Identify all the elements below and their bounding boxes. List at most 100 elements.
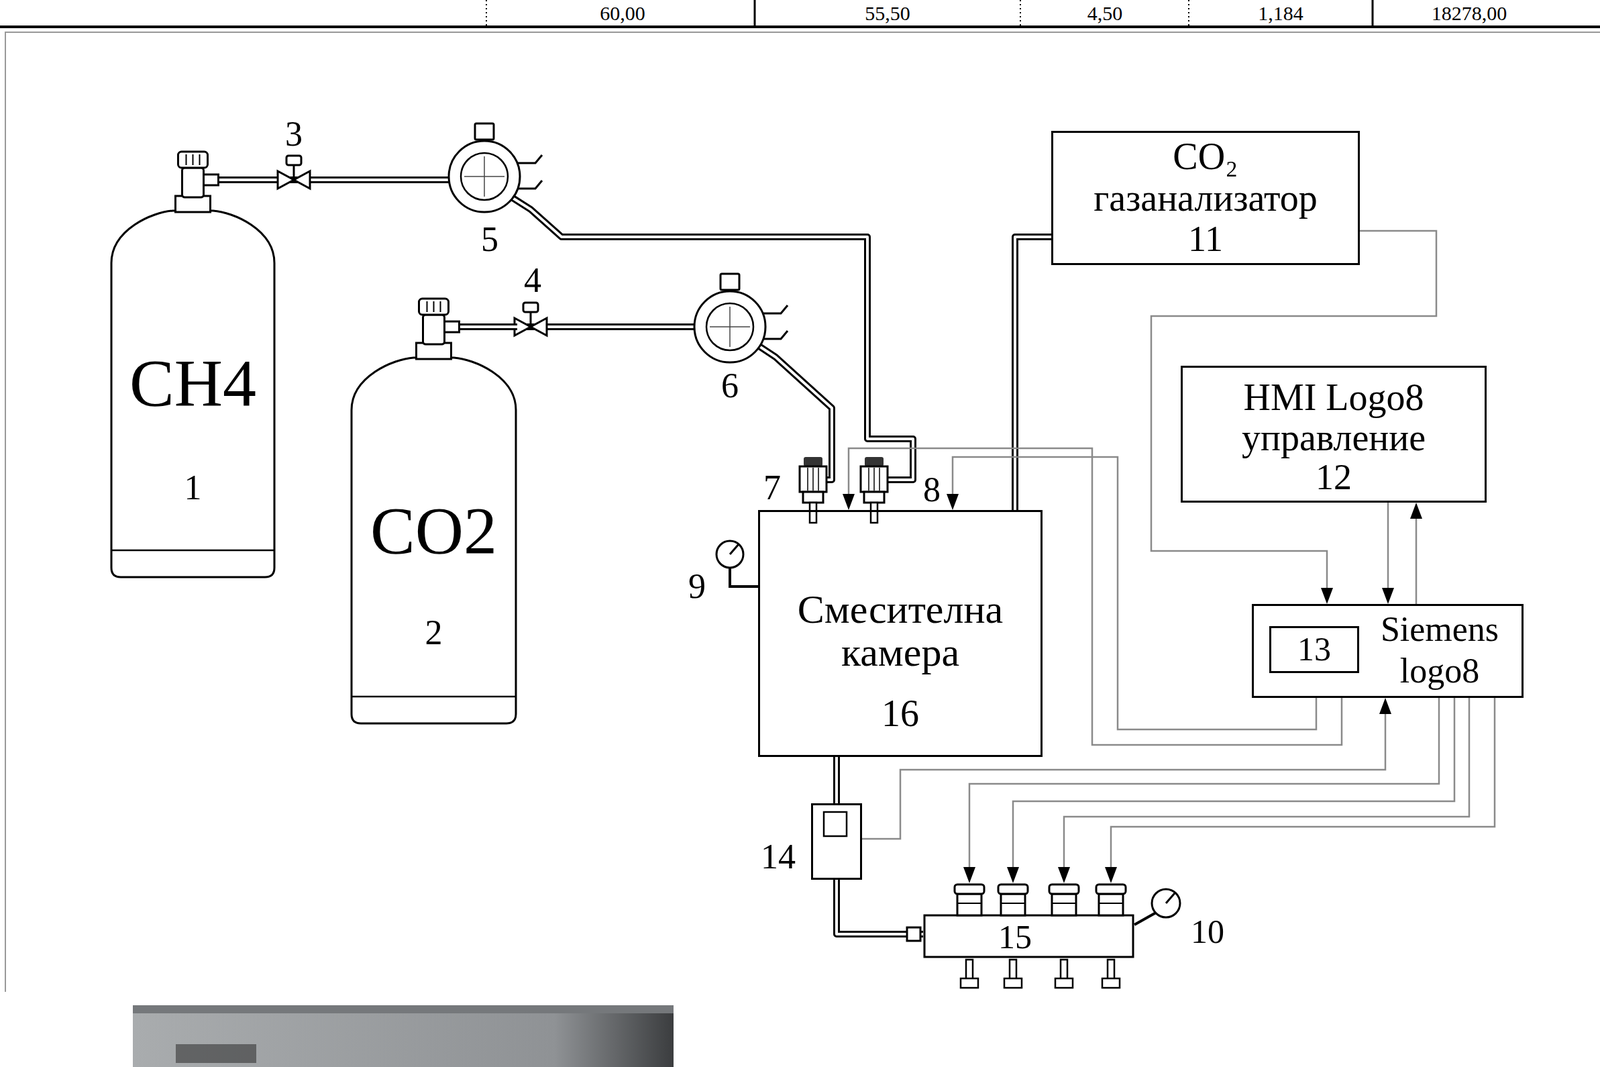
gauge-needle: [1165, 892, 1175, 903]
solenoid-valve-ridge: [873, 467, 875, 491]
table-divider: [485, 0, 488, 27]
injector-body: [1000, 893, 1026, 916]
injector-rail: 15: [923, 882, 1135, 958]
table-divider: [1371, 0, 1374, 27]
pipe-stub-core: [458, 325, 519, 329]
signal-wire: [969, 697, 1439, 869]
handwheel-grip: [440, 301, 442, 312]
pipe-wall: [833, 756, 840, 804]
solenoid-valve-ridge: [807, 467, 809, 491]
arrowhead: [1410, 502, 1423, 519]
valve-symbol: [530, 317, 547, 336]
callout-number: 10: [1190, 912, 1225, 952]
table-border: [0, 25, 1600, 29]
arrowhead: [1006, 866, 1020, 883]
mixing-chamber-box: Смесителна камера16: [758, 509, 1043, 757]
signal-wire: [1387, 502, 1390, 590]
gas-analyzer-box: CO₂ газанализатор11: [1051, 130, 1360, 265]
regulator-solenoid: [720, 273, 740, 290]
injector-ridge: [1098, 902, 1124, 904]
table-value: 1,184: [1257, 2, 1304, 26]
node-text: 16: [760, 691, 1041, 735]
solenoid-valve-nut: [864, 491, 885, 503]
table-value: 60,00: [599, 2, 646, 26]
node-text: 1: [110, 467, 276, 508]
handwheel-grip: [192, 154, 194, 166]
solenoid-valve-stem: [809, 502, 817, 523]
valve-symbol: [277, 171, 294, 189]
table-divider: [754, 0, 757, 27]
arrowhead: [1104, 866, 1117, 883]
flow-meter: 14: [811, 803, 863, 880]
cylinder-neck: [416, 342, 452, 359]
signal-connector: [963, 697, 1439, 883]
regulator-dial: [706, 303, 754, 351]
injector-cap: [954, 884, 985, 894]
arrowhead: [1381, 587, 1395, 604]
valve-stem: [529, 311, 532, 327]
rail-nut: [1004, 978, 1022, 988]
arrowhead: [946, 493, 959, 510]
rail-stud: [1009, 959, 1017, 980]
rail-nut: [1102, 978, 1120, 988]
meter-drawing: [813, 805, 861, 878]
gauge-needle: [729, 544, 739, 555]
rail-nut: [1055, 978, 1073, 988]
pipe-stub: [459, 323, 518, 331]
arrowhead: [963, 866, 976, 883]
callout-number: 4: [523, 260, 542, 301]
injector-ridge: [1000, 902, 1026, 904]
signal-connector: [1410, 502, 1423, 604]
injector-cap: [1049, 884, 1079, 894]
solenoid-valve-ridge: [868, 467, 870, 491]
gauge-tube: [729, 567, 759, 587]
pipe-stub: [218, 176, 277, 184]
regulator-nozzle: [518, 180, 543, 189]
signal-wire: [1110, 697, 1495, 869]
signal-connector: [1104, 697, 1495, 883]
injector-body: [1098, 893, 1124, 916]
table-divider: [1019, 0, 1022, 27]
signal-wire: [1415, 517, 1418, 604]
rail-stud: [966, 959, 973, 980]
pipe-core: [1015, 236, 1052, 510]
regulator-body: [448, 140, 520, 212]
cylinder-handwheel: [419, 298, 449, 315]
node-text: Siemens logo8: [1359, 608, 1521, 692]
node-text: HMI Logo8 управление: [1189, 377, 1478, 458]
injector-ridge: [1051, 902, 1077, 904]
table-value: 55,50: [864, 2, 911, 26]
rail-body: [924, 915, 1134, 957]
gas-cylinder: CO22: [350, 295, 518, 725]
solenoid-valve-nut: [803, 491, 824, 503]
arrowhead: [1320, 587, 1333, 604]
pipe-core: [517, 326, 832, 510]
cylinder-outlet: [444, 321, 460, 333]
node-text: CO2: [350, 493, 518, 568]
signal-connector: [1057, 697, 1470, 883]
regulator-body: [694, 291, 766, 363]
pipe-wall: [836, 879, 924, 934]
cylinder-handwheel: [178, 151, 208, 168]
pipe-connector: [836, 879, 924, 934]
handwheel-grip: [185, 154, 188, 166]
pipe-connector: [1015, 236, 1052, 510]
pressure-gauge: [1151, 888, 1181, 918]
rail-stud: [1107, 959, 1115, 980]
cylinder-band: [351, 695, 516, 698]
table-divider: [1188, 0, 1190, 27]
cylinder-valve: [182, 167, 204, 198]
solenoid-valve-cap: [864, 456, 884, 467]
figure-frame: [5, 32, 1600, 992]
table-value: 18278,00: [1431, 2, 1508, 26]
callout-number: 5: [481, 219, 499, 260]
regulator-nozzle: [517, 154, 543, 164]
device-photo-mark: [175, 1043, 257, 1063]
regulator-mark: [729, 306, 731, 347]
regulator-mark: [483, 156, 486, 197]
node-text: 11: [1053, 218, 1358, 259]
regulator-nozzle: [763, 305, 788, 314]
callout-number: 6: [721, 365, 739, 406]
injector-body: [957, 893, 982, 916]
cylinder-neck: [175, 195, 211, 212]
